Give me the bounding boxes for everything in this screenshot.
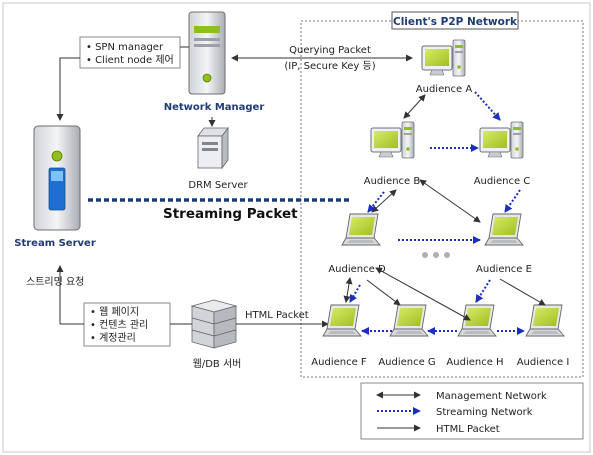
querying-packet-label: Querying Packet xyxy=(289,45,371,56)
web-db-server-label: 웹/DB 서버 xyxy=(193,358,242,370)
streaming-packet-label: Streaming Packet xyxy=(163,206,298,222)
audience-h-label: Audience H xyxy=(446,357,503,368)
audience-g-label: Audience G xyxy=(378,357,435,368)
p2p-network-title-box xyxy=(391,11,519,30)
legend-management-label: Management Network xyxy=(436,391,547,402)
audience-g-laptop-icon xyxy=(389,304,429,337)
querying-packet-detail: (IP, Secure Key 등) xyxy=(284,60,375,72)
legend-streaming-label: Streaming Network xyxy=(436,407,533,418)
network-manager-server-icon xyxy=(188,11,226,95)
audience-b-pc-icon xyxy=(370,121,415,159)
audience-d-laptop-icon xyxy=(341,213,381,246)
audience-a-label: Audience A xyxy=(416,84,473,95)
left-connectors xyxy=(56,46,413,328)
audience-f-label: Audience F xyxy=(311,357,367,368)
audience-b-label: Audience B xyxy=(364,176,421,187)
management-network-links xyxy=(343,94,546,321)
stream-server-label: Stream Server xyxy=(14,238,96,249)
audience-c-label: Audience C xyxy=(474,176,531,187)
drm-server-icon xyxy=(197,126,229,170)
audience-e-laptop-icon xyxy=(484,213,524,246)
audience-a-pc-icon xyxy=(421,39,466,77)
drm-server-label: DRM Server xyxy=(188,180,248,191)
manager-note-line-2: • Client node 제어 xyxy=(86,54,174,66)
web-db-server-icon xyxy=(190,299,238,349)
more-nodes-ellipsis xyxy=(422,252,450,258)
web-note-line-1: • 웹 페이지 xyxy=(90,306,139,318)
stream-server-icon xyxy=(33,125,81,231)
audience-h-laptop-icon xyxy=(457,304,497,337)
audience-f-laptop-icon xyxy=(322,304,362,337)
legend-html-label: HTML Packet xyxy=(436,424,500,435)
web-note-line-3: • 계정관리 xyxy=(90,332,136,344)
manager-note-line-1: • SPN manager xyxy=(86,42,164,53)
audience-i-label: Audience I xyxy=(517,357,570,368)
stream-request-label: 스트리밍 요청 xyxy=(26,276,84,288)
html-packet-label: HTML Packet xyxy=(245,310,309,321)
manager-note-box xyxy=(79,36,181,69)
audience-d-label: Audience D xyxy=(328,264,386,275)
audience-i-laptop-icon xyxy=(525,304,565,337)
streaming-network-links xyxy=(349,91,525,335)
p2p-network-title: Client's P2P Network xyxy=(393,16,518,28)
web-note-line-2: • 컨텐츠 관리 xyxy=(90,319,148,331)
network-manager-label: Network Manager xyxy=(164,102,265,113)
audience-e-label: Audience E xyxy=(476,264,532,275)
audience-c-pc-icon xyxy=(479,121,524,159)
